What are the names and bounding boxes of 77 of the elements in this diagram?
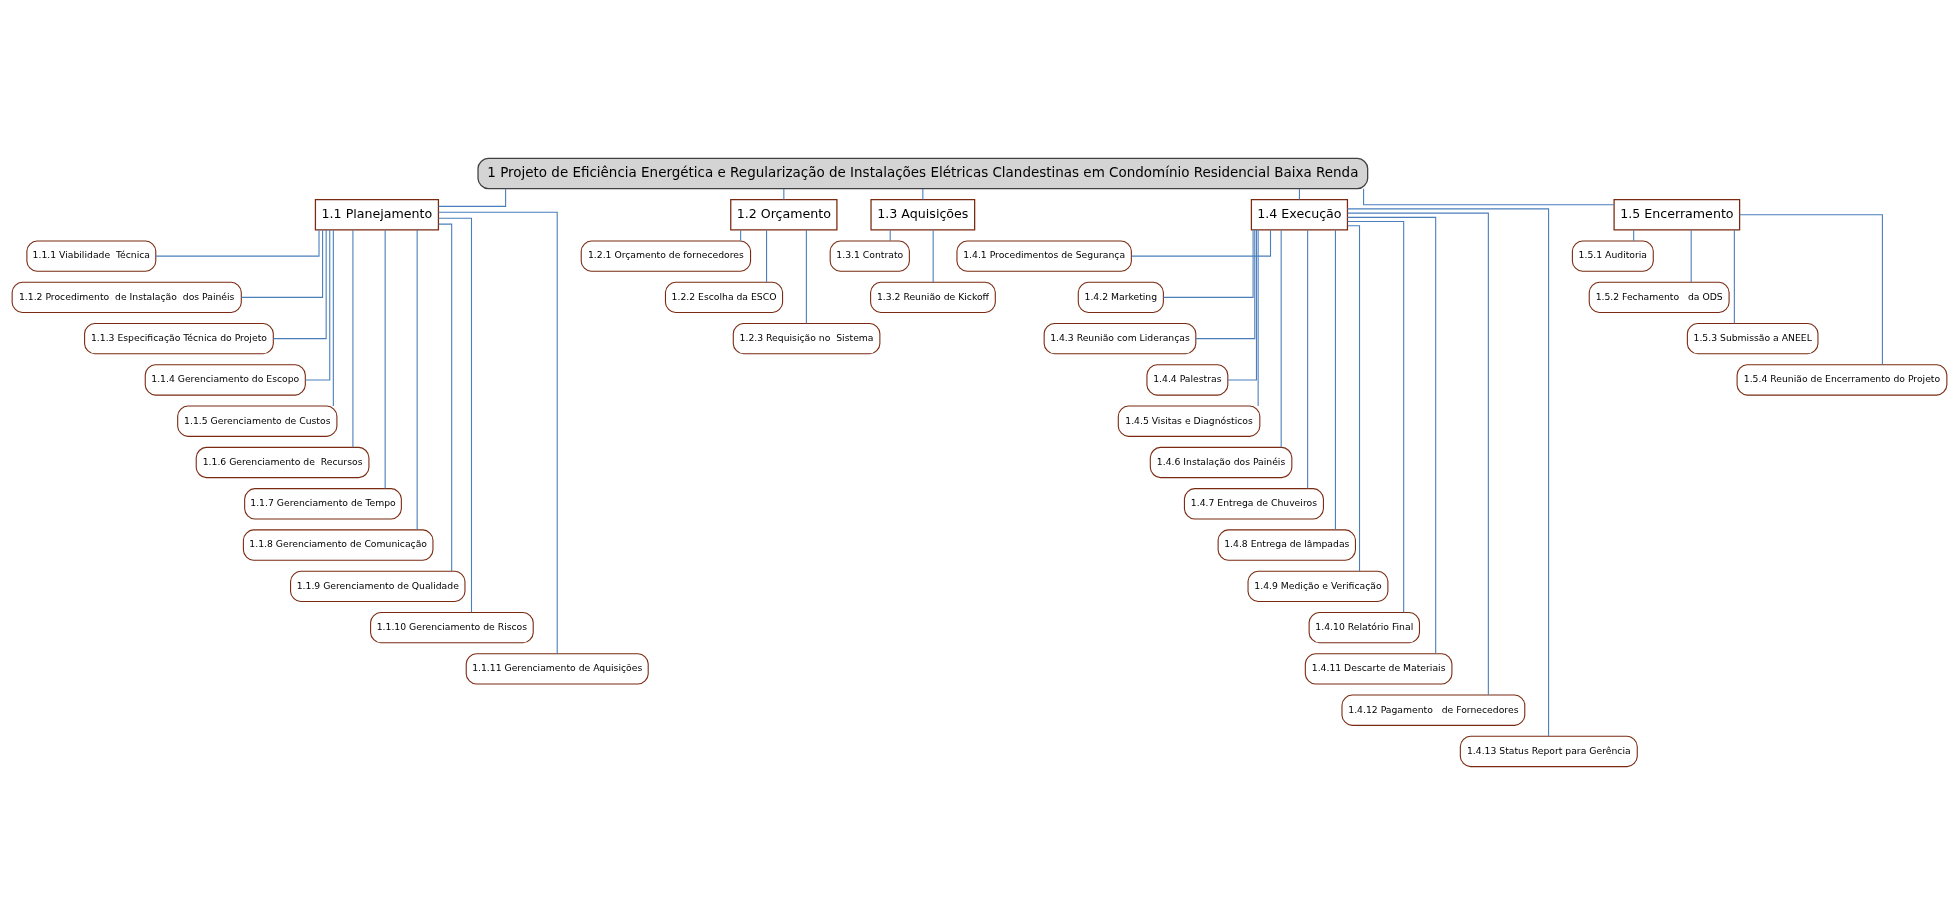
node-box: 1.3.2 Reunião de Kickoff <box>870 281 996 313</box>
connector <box>1257 228 1259 407</box>
connector <box>352 229 354 448</box>
connector <box>932 229 934 283</box>
connector <box>1334 229 1336 530</box>
connector <box>1346 207 1550 737</box>
node-box: 1.2.3 Requisição no Sistema <box>732 322 881 354</box>
node-box: 1.1.11 Gerenciamento de Aquisições <box>465 652 649 685</box>
connector <box>1347 224 1361 572</box>
node-box: 1.1 Planejamento <box>314 198 440 231</box>
node-box: 1.5.4 Reunião de Encerramento do Projeto <box>1736 363 1948 396</box>
node-box: 1.4.2 Marketing <box>1077 281 1164 313</box>
connector <box>1633 229 1635 241</box>
node-box: 1.2.2 Escolha da ESCO <box>664 281 784 313</box>
node-box: 1.5.3 Submissão a ANEEL <box>1686 322 1819 354</box>
connector <box>1733 228 1735 324</box>
node-box: 1.4.12 Pagamento de Fornecedores <box>1341 693 1526 726</box>
node-box: 1.3 Aquisições <box>870 198 976 231</box>
node-box: 1.1.9 Gerenciamento de Qualidade <box>290 570 466 602</box>
node-box: 1.1.10 Gerenciamento de Riscos <box>370 611 534 643</box>
node-box: 1.2.1 Orçamento de fornecedores <box>580 239 752 272</box>
node-box: 1.1.6 Gerenciamento de Recursos <box>195 446 370 478</box>
connector <box>1739 213 1883 365</box>
connector <box>155 229 320 257</box>
node-box: 1.4.10 Relatório Final <box>1308 611 1421 643</box>
node-box: 1.4.8 Entrega de lâmpadas <box>1217 528 1356 561</box>
node-box: 1.4.9 Medição e Verificação <box>1247 570 1389 602</box>
node-box: 1.4.5 Visitas e Diagnósticos <box>1117 405 1261 437</box>
node-box: 1.4.13 Status Report para Gerência <box>1459 735 1638 767</box>
connector <box>438 187 507 207</box>
connector <box>1346 216 1437 654</box>
node-box: 1.1.1 Viabilidade Técnica <box>26 239 157 272</box>
connector <box>304 229 331 380</box>
node-box: 1.1.3 Especificação Técnica do Projeto <box>84 322 274 354</box>
connector <box>805 228 807 324</box>
connector <box>1227 229 1257 380</box>
node-box: 1.2 Orçamento <box>730 198 838 231</box>
connector <box>438 223 453 572</box>
node-box: 1.4.1 Procedimentos de Segurança <box>956 239 1132 272</box>
connector <box>1162 229 1254 298</box>
node-box: 1.1.8 Gerenciamento de Comunicação <box>242 528 434 561</box>
connector <box>783 187 785 200</box>
connector <box>1363 187 1615 205</box>
node-box: 1.5.2 Fechamento da ODS <box>1588 281 1730 313</box>
node-box: 1.1.2 Procedimento de Instalação dos Painéis <box>11 281 242 313</box>
node-box: 1.1.7 Gerenciamento de Tempo <box>244 487 402 519</box>
connector <box>1280 229 1282 448</box>
connector <box>740 229 742 241</box>
connector <box>1690 229 1692 283</box>
connector <box>332 228 334 407</box>
node-box: 1.4.4 Palestras <box>1146 363 1229 396</box>
connector <box>1307 229 1309 489</box>
connector <box>416 229 418 530</box>
node-box: 1.4.6 Instalação dos Painéis <box>1149 446 1293 478</box>
node-box: 1.4 Execução <box>1250 198 1349 231</box>
connector <box>1347 220 1405 613</box>
connector <box>922 187 924 200</box>
connector <box>272 228 327 339</box>
connector <box>384 229 386 489</box>
node-box: 1.1.4 Gerenciamento do Escopo <box>144 363 306 396</box>
connector <box>438 217 473 613</box>
node-box: 1.5.1 Auditoria <box>1571 239 1654 272</box>
connector <box>1347 212 1489 695</box>
connector <box>766 229 768 283</box>
node-box: 1.1.5 Gerenciamento de Custos <box>177 405 338 437</box>
connector <box>240 229 324 298</box>
node-box: 1 Projeto de Eficiência Energética e Regularização de Instalações Elétricas Clandestinas em Condomínio Residencial Baixa Renda <box>477 157 1369 189</box>
connector <box>437 211 558 654</box>
node-box: 1.4.11 Descarte de Materiais <box>1304 652 1453 685</box>
connector <box>889 229 891 241</box>
node-box: 1.5 Encerramento <box>1613 198 1741 231</box>
node-box: 1.3.1 Contrato <box>829 239 910 272</box>
connector <box>1131 229 1272 257</box>
connector <box>1298 187 1300 200</box>
connector <box>1195 228 1256 339</box>
node-box: 1.4.3 Reunião com Lideranças <box>1043 322 1197 354</box>
node-box: 1.4.7 Entrega de Chuveiros <box>1183 487 1324 519</box>
